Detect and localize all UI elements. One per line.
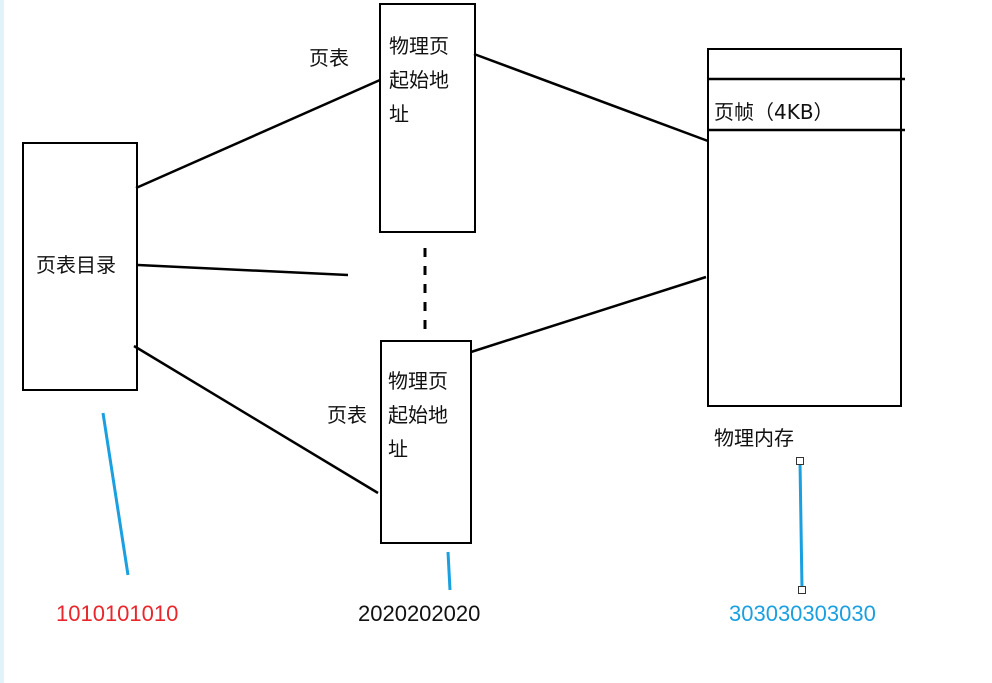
connector-bottom-table-to-memory (470, 275, 707, 354)
physical-memory-caption: 物理内存 (714, 426, 794, 450)
connector-directory-middle (137, 263, 349, 277)
canvas-left-edge (0, 0, 4, 683)
pointer-table-bits (446, 551, 452, 591)
address-directory-bits: 1010101010 (56, 601, 179, 626)
pointer-handle-bottom (798, 586, 806, 594)
physical-memory-box (707, 48, 902, 407)
address-table-bits: 2020202020 (358, 601, 481, 626)
page-directory-label: 页表目录 (36, 253, 116, 277)
page-table-bottom-side-label: 页表 (327, 403, 367, 427)
page-table-bottom-box (380, 340, 472, 544)
pointer-handle-top (796, 457, 804, 465)
page-table-bottom-content: 物理页起始地址 (388, 369, 448, 461)
page-table-top-content: 物理页起始地址 (389, 34, 449, 126)
connector-top-table-to-memory (473, 52, 709, 143)
connector-directory-to-top-table (135, 78, 381, 190)
page-directory-box (22, 142, 138, 391)
pointer-offset-bits (798, 461, 804, 590)
connector-directory-to-bottom-table (133, 344, 379, 495)
pointer-directory-bits (101, 412, 130, 576)
address-offset-bits: 303030303030 (729, 601, 876, 626)
page-frame-label: 页帧（4KB） (714, 100, 834, 124)
page-table-top-side-label: 页表 (309, 46, 349, 70)
page-table-top-box (379, 3, 476, 233)
